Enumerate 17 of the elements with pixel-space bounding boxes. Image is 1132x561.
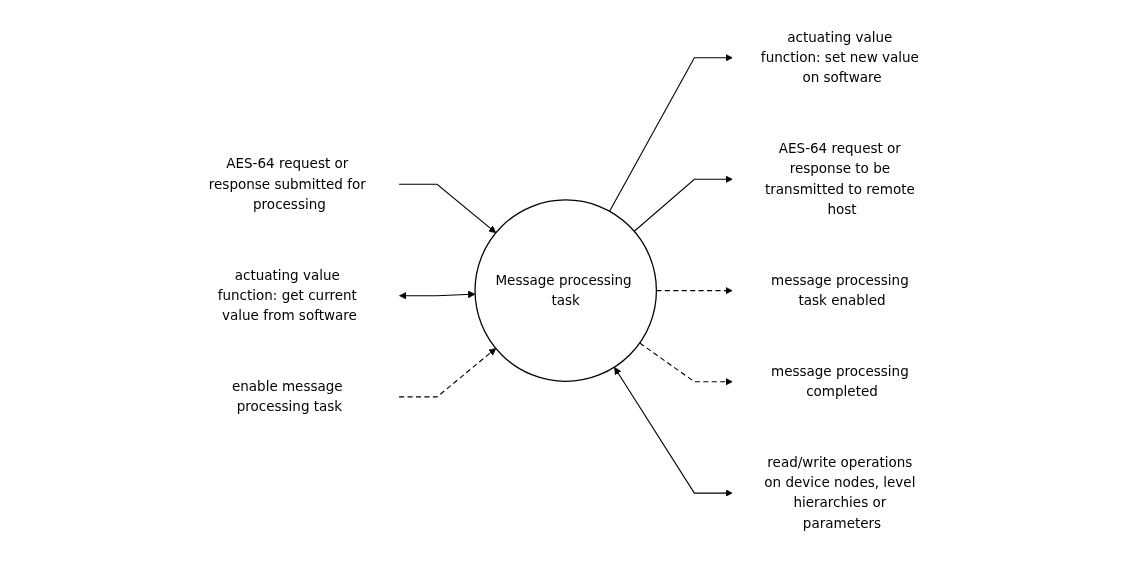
arrow <box>639 342 733 386</box>
node-text: AES-64 request or response submitted for processing <box>209 155 367 213</box>
node-text: message processing completed <box>771 363 909 400</box>
node-text: message processing task enabled <box>771 272 909 309</box>
node-circle: Message processing task <box>474 199 658 382</box>
arrow <box>609 54 733 212</box>
arrow <box>614 367 733 497</box>
node-text: AES-64 request or response to be transmitted to remote host <box>765 140 916 218</box>
arrow <box>398 183 497 234</box>
arrow <box>656 286 733 295</box>
node-text: read/write operations on device nodes, level hierarchies or parameters <box>764 454 916 532</box>
arrow <box>399 290 476 300</box>
arrow <box>398 348 497 398</box>
arrow <box>634 175 733 232</box>
node-text: enable message processing task <box>232 378 343 415</box>
node-text: actuating value function: get current value from software <box>218 266 358 324</box>
node-text: actuating value function: set new value on software <box>761 29 920 86</box>
